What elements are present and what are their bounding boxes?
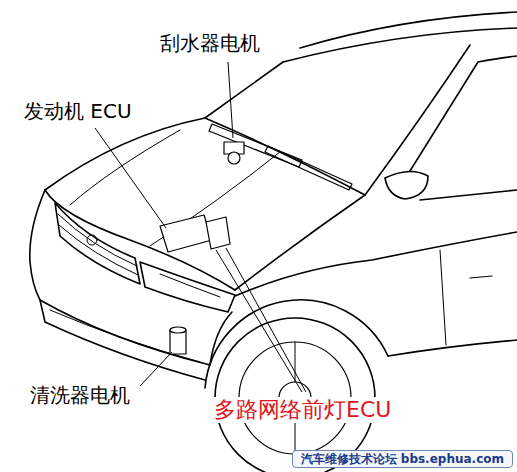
hood-edge (45, 118, 205, 190)
bumper (30, 190, 210, 365)
door-handle (470, 276, 492, 278)
mirror (385, 171, 428, 199)
headlight-ecu (206, 217, 230, 249)
part-label: 发动机 ECU (22, 99, 134, 123)
part-label: 清洗器电机 (28, 383, 132, 407)
wiper-arm (265, 146, 352, 190)
door-seam (440, 250, 446, 345)
hood-seam (235, 195, 365, 290)
watermark: 汽车维修技术论坛 bbs.ephua.com (292, 450, 513, 468)
leader-line (226, 248, 306, 392)
bumper-line (50, 310, 200, 362)
part-label: 多路网络前灯ECU (212, 397, 393, 423)
rocker (388, 340, 517, 356)
part-label: 刮水器电机 (158, 31, 262, 55)
hood-crease (70, 130, 180, 205)
bumper-lower (40, 300, 205, 380)
grille (55, 203, 140, 284)
leader-line (95, 128, 166, 228)
shoulder-line (235, 232, 517, 296)
a-pillar (205, 62, 283, 118)
windshield-top (283, 28, 517, 62)
logo (87, 235, 97, 245)
engine-ecu (160, 215, 212, 252)
headlight-detail (160, 274, 220, 297)
wiper-arm (209, 124, 302, 167)
hood-front (45, 190, 235, 290)
beltline (420, 190, 517, 200)
leader-line (228, 62, 233, 138)
cowl-line (205, 118, 365, 195)
wiper-motor (228, 152, 240, 164)
headlight (140, 262, 235, 312)
leader-line (216, 250, 302, 392)
washer-motor (170, 327, 186, 333)
tire (215, 318, 375, 472)
grille-bar (58, 214, 138, 275)
leader-line (140, 352, 172, 386)
